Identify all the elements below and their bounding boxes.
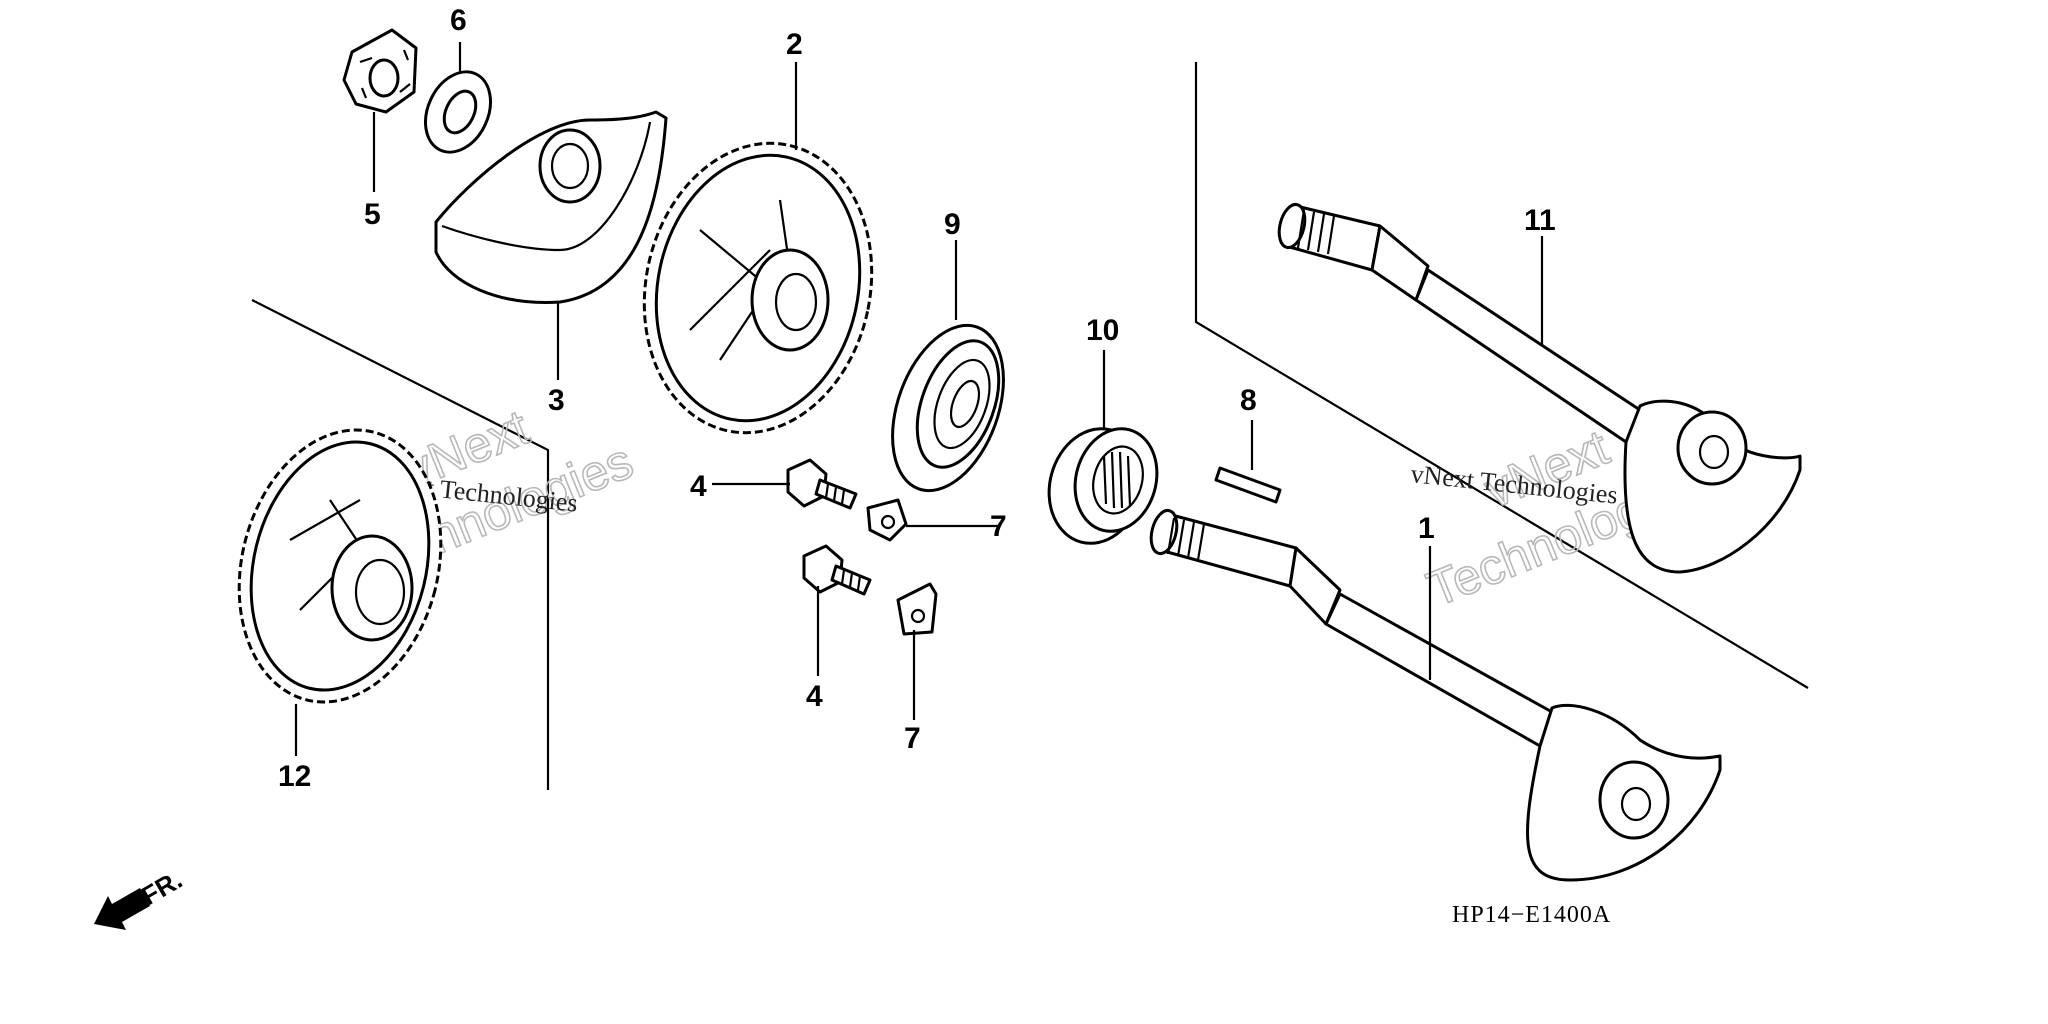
part-9-bearing	[891, 323, 1005, 493]
callout-9: 9	[944, 208, 961, 241]
callout-6: 6	[450, 4, 467, 37]
part-4-bolt-lower	[802, 544, 872, 596]
front-arrow-icon: FR.	[94, 864, 187, 930]
callout-5: 5	[364, 198, 381, 231]
callout-11: 11	[1524, 204, 1556, 237]
callout-10: 10	[1086, 314, 1119, 347]
part-6-washer	[424, 70, 492, 154]
callout-1: 1	[1418, 512, 1435, 545]
callout-leaders	[294, 42, 1544, 756]
callout-labels: 1 2 3 4 4 5 6 7 7 8 9 10 11 12	[278, 4, 1556, 793]
callout-4-upper: 4	[690, 470, 707, 503]
part-3-plate	[434, 110, 668, 304]
callout-4-lower: 4	[806, 680, 823, 713]
callout-3: 3	[548, 384, 565, 417]
drawing-code: HP14−E1400A	[1452, 902, 1611, 928]
callout-2: 2	[786, 28, 803, 61]
part-11-shaft	[1277, 202, 1802, 574]
part-5-nut	[342, 28, 418, 114]
part-4-bolt-upper	[786, 458, 858, 510]
part-2-gear	[642, 141, 874, 435]
part-10-needle-bearing	[1047, 427, 1159, 545]
part-1-shaft	[1149, 508, 1722, 882]
callout-8: 8	[1240, 384, 1257, 417]
part-7-lockwasher-lower	[896, 582, 938, 636]
left-section-line	[251, 299, 550, 790]
right-section-line	[1194, 62, 1809, 689]
part-12-gear	[237, 428, 443, 704]
callout-7-upper: 7	[990, 510, 1007, 543]
part-8-key	[1214, 466, 1282, 504]
callout-12: 12	[278, 760, 311, 793]
part-7-lockwasher-upper	[866, 498, 908, 542]
section-lines	[251, 62, 1809, 790]
callout-7-lower: 7	[904, 722, 921, 755]
